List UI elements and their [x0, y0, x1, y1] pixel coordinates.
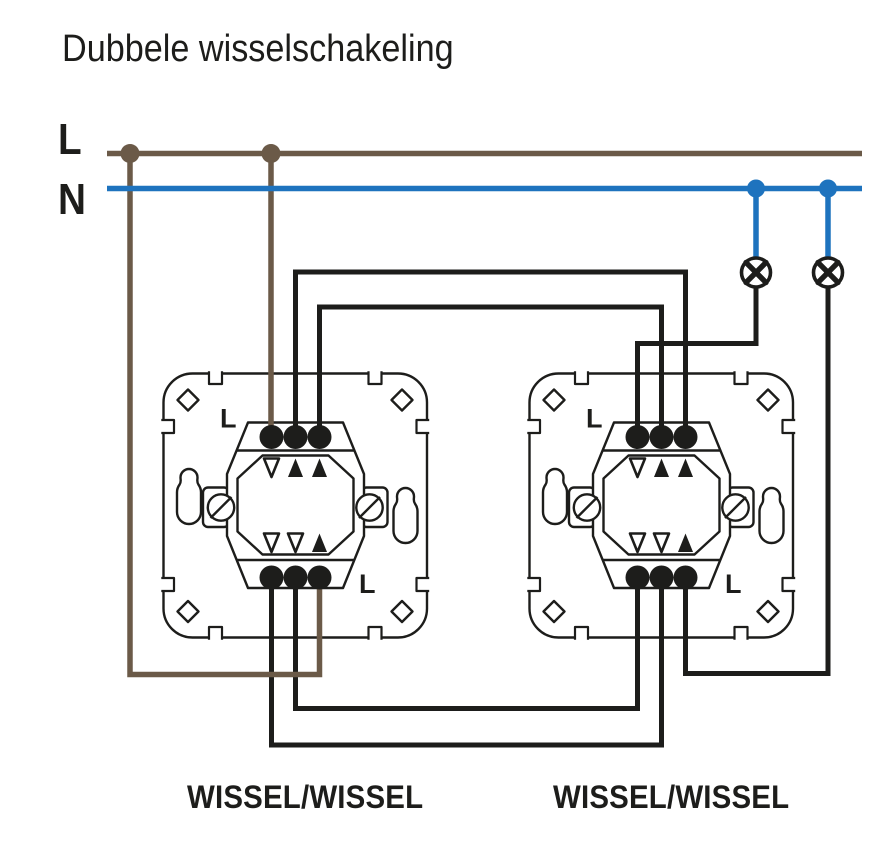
phase-label: L	[58, 115, 82, 164]
wire-lamp2-to-switch	[683, 286, 831, 676]
wire-crosslink-top-a	[293, 269, 688, 437]
wire-crosslink-top-b	[317, 304, 664, 437]
diagram-title: Dubbele wisselschakeling	[62, 28, 454, 70]
junction-dot-phase	[120, 144, 140, 163]
junction-dot-neutral	[747, 179, 765, 198]
wire-lamp1-to-switch	[635, 286, 759, 437]
lamp-icon	[742, 258, 771, 287]
neutral-label: N	[58, 175, 86, 224]
lamp-icon	[814, 258, 843, 287]
junction-dot-neutral	[819, 179, 837, 198]
wire-crosslink-bottom-a	[269, 577, 664, 748]
wire-phase-to-bottom-terminal	[127, 151, 323, 678]
switch-caption-right: WISSEL/WISSEL	[553, 779, 790, 815]
switch-caption-left: WISSEL/WISSEL	[187, 779, 424, 815]
wire-crosslink-bottom-b	[293, 577, 640, 711]
junction-dot-phase	[261, 144, 281, 163]
